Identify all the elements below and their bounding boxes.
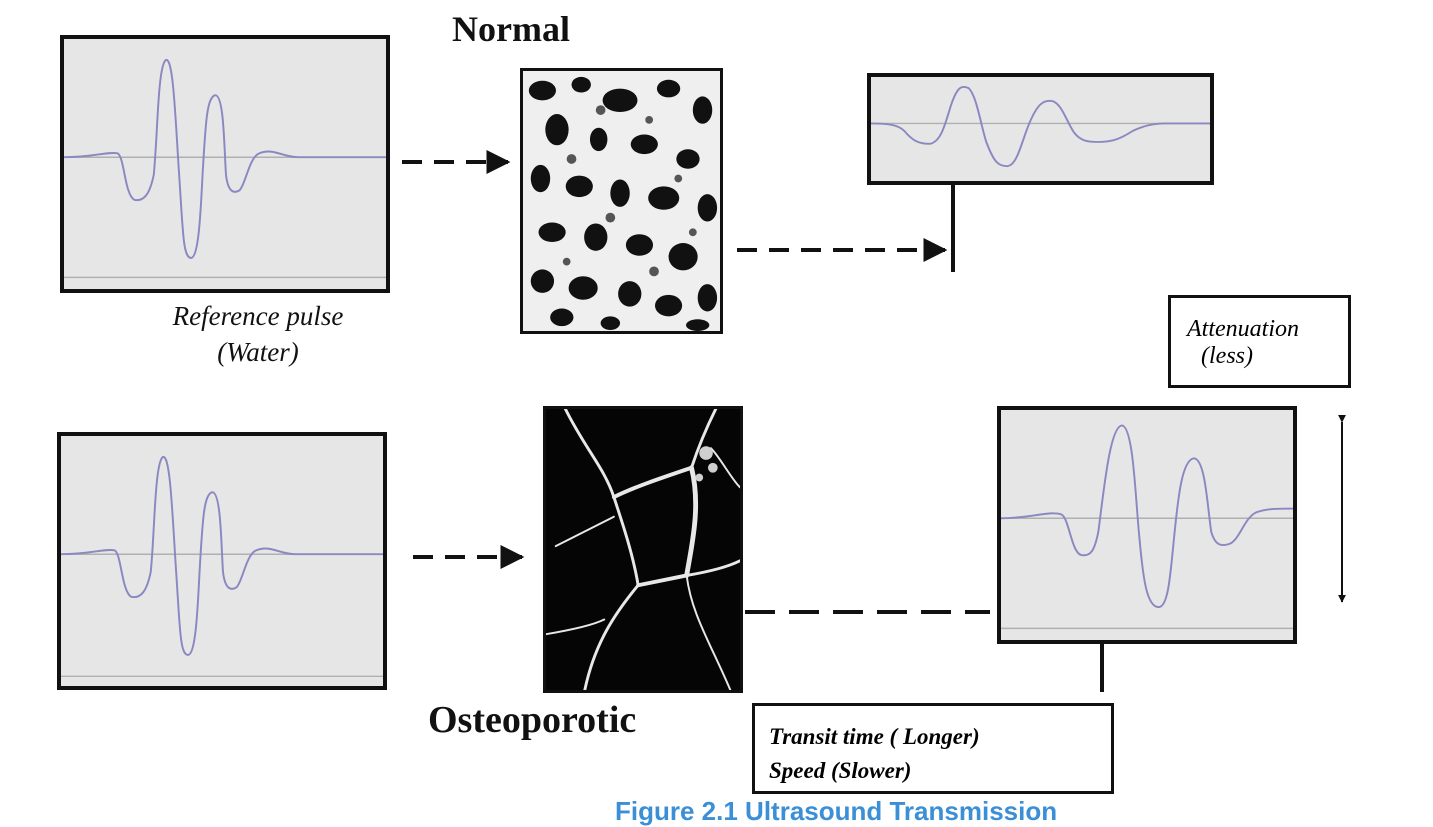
normal-bone-image (520, 68, 723, 334)
reference-pulse-label: Reference pulse (Water) (118, 298, 398, 370)
received-waveform-normal (867, 73, 1214, 185)
waveform-plot (64, 59, 386, 279)
waveform-plot (871, 85, 1210, 168)
osteoporotic-bone-image (543, 406, 743, 693)
attenuation-line2: (less) (1201, 343, 1253, 369)
osteoporotic-heading: Osteoporotic (428, 699, 637, 741)
figure-caption: Figure 2.1 Ultrasound Transmission (615, 796, 1058, 826)
transit-line2: Speed (Slower) (769, 758, 912, 783)
osteoporotic-trabecular-texture (546, 409, 740, 690)
received-waveform-osteoporotic (997, 406, 1297, 644)
normal-heading: Normal (452, 9, 570, 49)
transit-note: Transit time ( Longer) Speed (Slower) (752, 703, 1114, 794)
transit-line1: Transit time ( Longer) (769, 724, 980, 749)
normal-trabecular-texture (523, 71, 720, 331)
attenuation-note: Attenuation (less) (1168, 295, 1351, 388)
waveform-plot (1001, 424, 1293, 630)
reference-waveform-osteoporotic (57, 432, 387, 690)
reference-pulse-line2: (Water) (217, 337, 299, 367)
reference-pulse-line1: Reference pulse (172, 301, 344, 331)
waveform-plot (61, 456, 383, 678)
reference-waveform-normal (60, 35, 390, 293)
attenuation-line1: Attenuation (1187, 316, 1299, 342)
